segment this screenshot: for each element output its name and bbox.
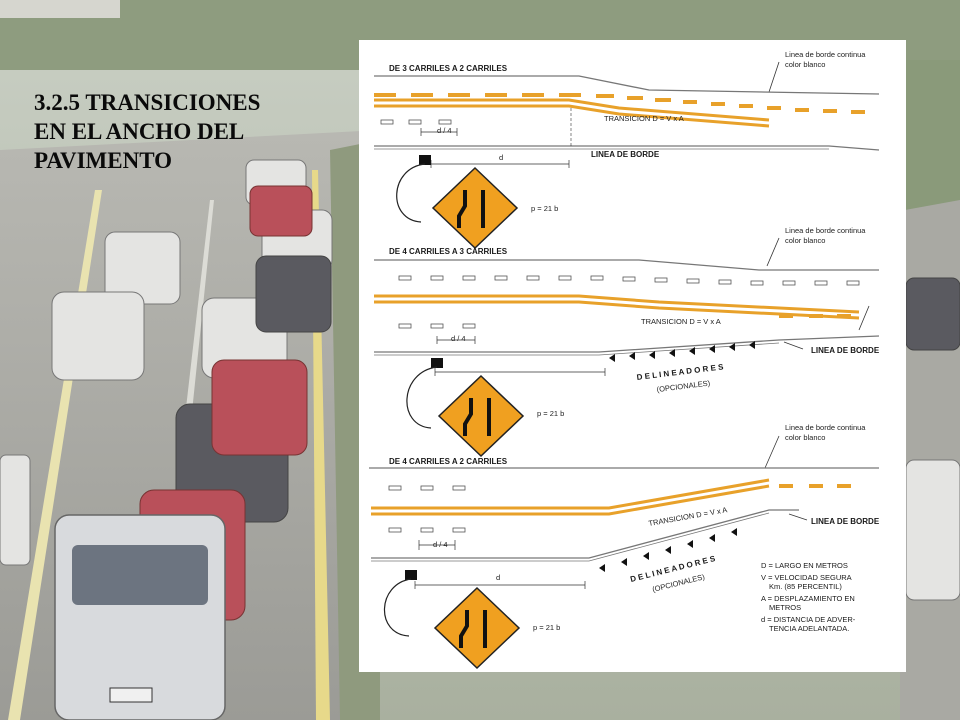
transition-label: TRANSICION D = V x A <box>641 317 721 326</box>
dashed-lane-marks <box>374 93 865 114</box>
edge-line-label: LINEA DE BORDE <box>811 517 880 526</box>
edge-note-line-2: color blanco <box>785 236 825 245</box>
distance-label: d <box>496 573 500 582</box>
lane-reduction-sign <box>437 374 525 458</box>
slide-title: 3.2.5 TRANSICIONES EN EL ANCHO DEL PAVIM… <box>34 88 354 175</box>
legend-line-1: D = LARGO EN METROS <box>761 561 848 570</box>
edge-note-line-2: color blanco <box>785 60 825 69</box>
transition-line-upper <box>374 98 770 122</box>
edge-note-line-2: color blanco <box>785 433 825 442</box>
edge-line-label: LINEA DE BORDE <box>811 346 880 355</box>
panel-3-to-2-lanes: DE 3 CARRILES A 2 CARRILES Linea de bord… <box>374 50 880 250</box>
legend-line-6: d = DISTANCIA DE ADVER- <box>761 615 856 624</box>
edge-note-line-1: Linea de borde continua <box>785 50 866 59</box>
delineators <box>599 528 737 572</box>
legend-line-5: METROS <box>769 603 801 612</box>
legend-line-7: TENCIA ADELANTADA. <box>769 624 849 633</box>
legend: D = LARGO EN METROS V = VELOCIDAD SEGURA… <box>761 561 856 633</box>
delineators <box>609 341 755 362</box>
legend-line-2: V = VELOCIDAD SEGURA <box>761 573 852 582</box>
quarter-distance-label: d / 4 <box>451 334 466 343</box>
sign-distance-label: p = 21 b <box>531 204 558 213</box>
distance-label: d <box>499 153 503 162</box>
edge-note-line-1: Linea de borde continua <box>785 423 866 432</box>
quarter-distance-label: d / 4 <box>437 126 452 135</box>
lane-reduction-sign <box>431 166 519 250</box>
edge-line-label: LINEA DE BORDE <box>591 150 660 159</box>
lane-transition-diagram: DE 3 CARRILES A 2 CARRILES Linea de bord… <box>359 40 906 672</box>
case-label: DE 4 CARRILES A 3 CARRILES <box>389 247 508 256</box>
slide-title-line-3: PAVIMENTO <box>34 148 173 173</box>
transition-label: TRANSICION D = V x A <box>604 114 684 123</box>
case-label: DE 3 CARRILES A 2 CARRILES <box>389 64 508 73</box>
slide-title-line-2: EN EL ANCHO DEL <box>34 119 245 144</box>
case-label: DE 4 CARRILES A 2 CARRILES <box>389 457 508 466</box>
legend-line-3: Km. (85 PERCENTIL) <box>769 582 842 591</box>
edge-note-line-1: Linea de borde continua <box>785 226 866 235</box>
quarter-distance-label: d / 4 <box>433 540 448 549</box>
sign-distance-label: p = 21 b <box>537 409 564 418</box>
lane-reduction-sign <box>433 586 521 670</box>
legend-line-4: A = DESPLAZAMIENTO EN <box>761 594 855 603</box>
transition-line-lower <box>374 104 770 128</box>
top-edge-line <box>374 75 880 95</box>
sign-distance-label: p = 21 b <box>533 623 560 632</box>
slide-title-line-1: 3.2.5 TRANSICIONES <box>34 90 261 115</box>
